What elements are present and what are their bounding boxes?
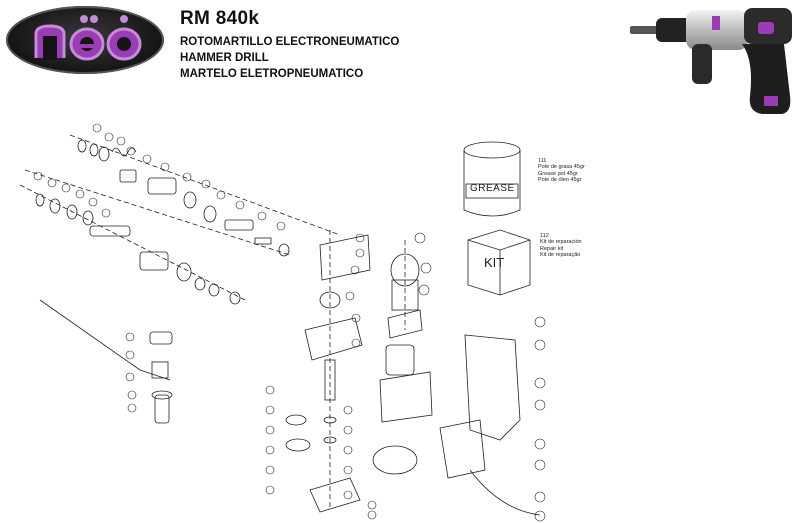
model-name: RM 840k [180, 8, 260, 29]
title-en: HAMMER DRILL [180, 52, 269, 64]
title-es: ROTOMARTILLO ELECTRONEUMATICO [180, 36, 400, 48]
kit-info: 112 Kit de reparación Repair kit Kit de … [540, 233, 582, 258]
brand-logo [6, 6, 164, 74]
title-pt: MARTELO ELETROPNEUMATICO [180, 68, 364, 80]
grease-part-number: 111 [538, 158, 547, 164]
product-photo [630, 8, 792, 114]
grease-desc-es: Pote de grasa 45gr [538, 164, 585, 171]
grease-info: 111 Pote de grasa 45gr Grease pot 45gr P… [538, 158, 585, 183]
product-header: RM 840k ROTOMARTILLO ELECTRONEUMATICO HA… [180, 8, 399, 82]
kit-desc-es: Kit de reparación [540, 239, 582, 246]
grease-desc-en: Grease pot 45gr [538, 170, 578, 177]
grease-desc-pt: Pote de óleo 45gr [538, 176, 582, 183]
grease-label: GREASE [470, 183, 515, 194]
logo-letters [34, 15, 142, 61]
kit-desc-pt: Kit de reparação [540, 251, 581, 258]
kit-desc-en: Repair kit [540, 245, 564, 252]
kit-part-number: 112 [540, 233, 549, 239]
kit-label: KIT [484, 255, 505, 270]
